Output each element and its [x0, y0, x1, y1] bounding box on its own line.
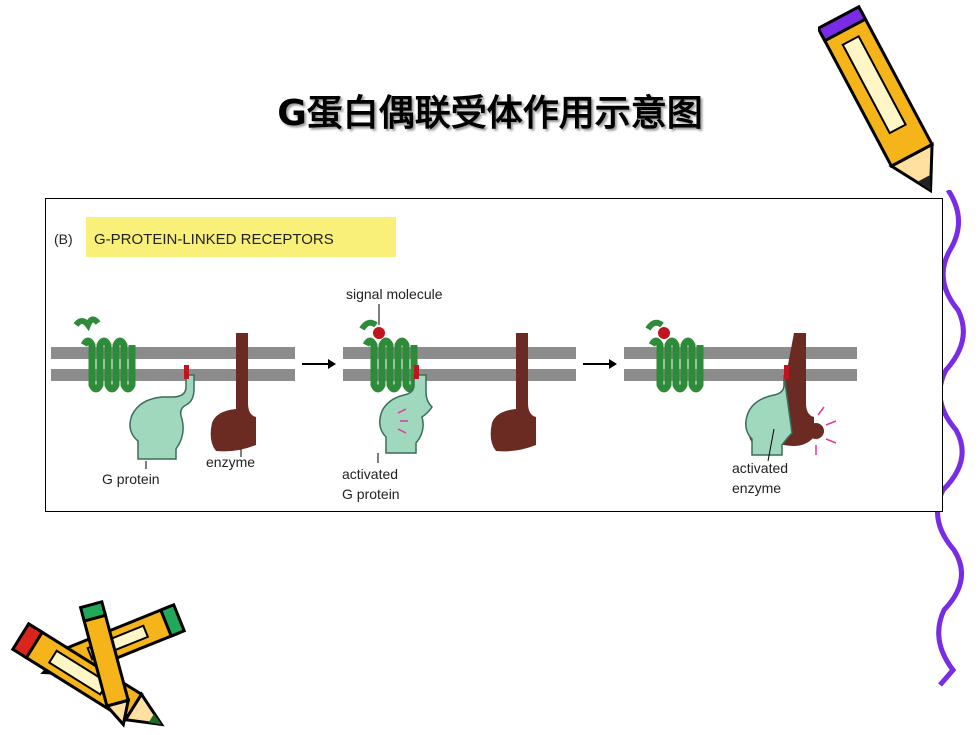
- signal-molecule-2: [658, 327, 670, 339]
- activated-g-protein-2: [745, 365, 793, 456]
- activated-g-protein-label-line2: G protein: [342, 486, 400, 502]
- panel-letter: (B): [54, 231, 73, 247]
- signal-molecule-1: [373, 327, 385, 339]
- heading-highlight: [86, 217, 396, 257]
- activated-g-protein-1: [379, 365, 433, 454]
- arrow-right-icon: [583, 359, 617, 369]
- membrane-1: [51, 347, 295, 381]
- purple-squiggle-decoration: [935, 190, 966, 687]
- enzyme-label: enzyme: [206, 454, 255, 470]
- g-protein-receptor-figure: (B) G-PROTEIN-LINKED RECEPTORS: [45, 198, 943, 512]
- pencil-icon: [818, 4, 935, 194]
- receptor-1: [73, 316, 132, 389]
- slide-title: G蛋白偶联受体作用示意图: [277, 93, 703, 134]
- enzyme-1: [210, 333, 256, 452]
- activated-enzyme-label-line2: enzyme: [732, 480, 781, 496]
- arrow-right-icon: [302, 359, 336, 369]
- g-protein-1: [129, 365, 195, 460]
- enzyme-2: [490, 333, 536, 452]
- crossed-pencils-icon: [10, 599, 187, 728]
- signal-molecule-label: signal molecule: [346, 286, 443, 302]
- membrane-2: [343, 347, 576, 381]
- figure-heading: G-PROTEIN-LINKED RECEPTORS: [94, 231, 334, 248]
- activated-g-protein-label-line1: activated: [342, 466, 398, 482]
- receptor-2: [359, 319, 414, 389]
- receptor-3: [645, 319, 700, 389]
- label-leader-lines: [145, 304, 775, 469]
- activated-enzyme-label-line1: activated: [732, 460, 788, 476]
- g-protein-label: G protein: [102, 471, 160, 487]
